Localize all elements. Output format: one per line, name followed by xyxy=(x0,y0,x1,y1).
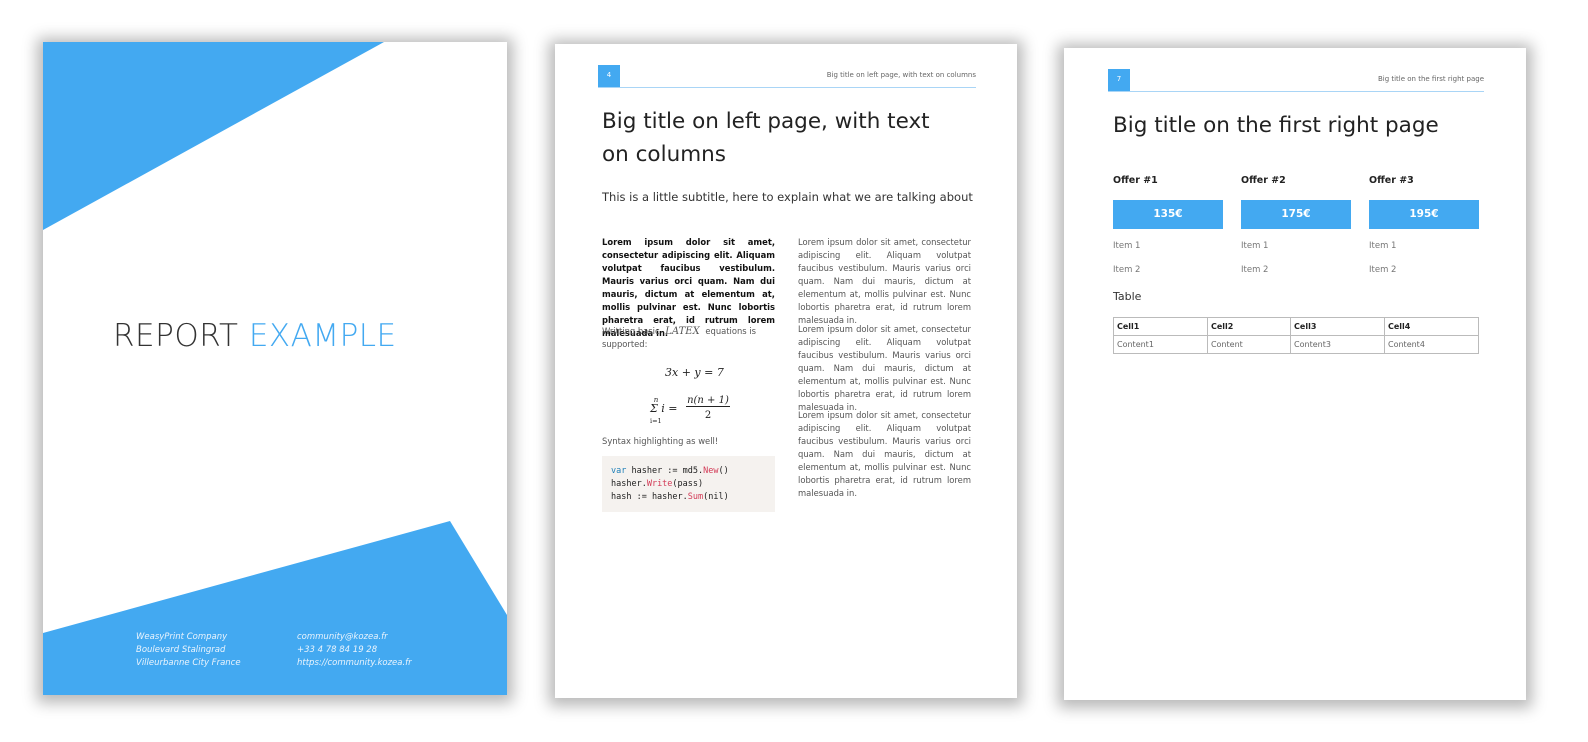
contact-phone: +33 4 78 84 19 28 xyxy=(297,645,378,655)
page-number: 4 xyxy=(598,65,620,87)
address-line: WeasyPrint Company xyxy=(136,632,228,642)
right-page: 7 Big title on the first right page Big … xyxy=(1064,48,1526,700)
left-page: 4 Big title on left page, with text on c… xyxy=(555,44,1017,698)
equation-linear: 3x + y = 7 xyxy=(665,366,724,379)
sum-symbol: Σ i = xyxy=(650,402,678,415)
offer-item: Item 2 xyxy=(1369,265,1397,275)
offer-title: Offer #3 xyxy=(1369,175,1414,186)
contact-email[interactable]: community@kozea.fr xyxy=(297,632,388,642)
latex-note: Writting basic LATEX equations is suppor… xyxy=(602,325,775,351)
sum-lower-limit: i=1 xyxy=(650,417,662,425)
table-header-cell: Cell2 xyxy=(1206,317,1292,336)
offer-item: Item 2 xyxy=(1241,265,1269,275)
code-line: var hasher := md5.New() xyxy=(611,466,729,476)
cover-title: REPORT EXAMPLE xyxy=(113,318,397,354)
cover-contact: community@kozea.fr +33 4 78 84 19 28 htt… xyxy=(297,631,412,670)
address-line: Villeurbanne City France xyxy=(136,658,241,668)
sum-upper-limit: n xyxy=(653,396,659,404)
equation-sum: n Σ i = i=1 n(n + 1) 2 xyxy=(650,395,740,430)
page-number: 7 xyxy=(1108,69,1130,91)
offer-price: 135€ xyxy=(1113,200,1223,229)
offer-item: Item 1 xyxy=(1241,241,1269,251)
offer-item: Item 1 xyxy=(1113,241,1141,251)
offer-title: Offer #2 xyxy=(1241,175,1286,186)
cover-background-shapes xyxy=(43,42,507,695)
column-paragraph: Lorem ipsum dolor sit amet, consectetur … xyxy=(798,237,971,325)
running-title: Big title on the first right page xyxy=(1377,75,1484,83)
running-header: 7 Big title on the first right page xyxy=(1108,69,1484,92)
latex-logo: LATEX xyxy=(665,326,700,337)
running-header: 4 Big title on left page, with text on c… xyxy=(598,65,976,88)
table-cell: Content1 xyxy=(1113,335,1208,354)
code-line: hasher.Write(pass) xyxy=(611,479,704,489)
column-paragraph: Lorem ipsum dolor sit amet, consectetur … xyxy=(798,410,971,498)
code-block: var hasher := md5.New() hasher.Write(pas… xyxy=(602,456,775,512)
offer-item: Item 1 xyxy=(1369,241,1397,251)
table-cell: Content4 xyxy=(1384,335,1479,354)
address-line: Boulevard Stalingrad xyxy=(136,645,226,655)
latex-note-suffix: equations is supported: xyxy=(602,326,757,349)
table-header-cell: Cell3 xyxy=(1290,317,1385,336)
cover-title-example: EXAMPLE xyxy=(248,318,397,354)
table-row: Content1 Content Content3 Content4 xyxy=(1113,335,1479,354)
page-subtitle: This is a little subtitle, here to expla… xyxy=(602,190,973,204)
bold-paragraph: Lorem ipsum dolor sit amet, consectetur … xyxy=(602,237,775,338)
latex-note-prefix: Writting basic xyxy=(602,326,660,336)
contact-website[interactable]: https://community.kozea.fr xyxy=(297,658,412,668)
cover-address: WeasyPrint Company Boulevard Stalingrad … xyxy=(136,631,241,670)
table-header-cell: Cell4 xyxy=(1384,317,1479,336)
offer-title: Offer #1 xyxy=(1113,175,1158,186)
fraction-denominator: 2 xyxy=(704,410,712,421)
cover-page: REPORT EXAMPLE WeasyPrint Company Boulev… xyxy=(43,42,507,695)
table-header-cell: Cell1 xyxy=(1113,317,1208,336)
offer-price: 175€ xyxy=(1241,200,1351,229)
table-cell: Content xyxy=(1206,335,1292,354)
page-title: Big title on the first right page xyxy=(1113,113,1439,138)
cover-bottom-band xyxy=(43,521,507,695)
syntax-note: Syntax highlighting as well! xyxy=(602,436,719,446)
table-label: Table xyxy=(1113,290,1142,303)
offer-item: Item 2 xyxy=(1113,265,1141,275)
code-content: var hasher := md5.New() hasher.Write(pas… xyxy=(602,456,775,513)
column-paragraph: Lorem ipsum dolor sit amet, consectetur … xyxy=(798,324,971,412)
cover-title-report: REPORT xyxy=(113,318,239,354)
table-header-row: Cell1 Cell2 Cell3 Cell4 xyxy=(1113,317,1479,336)
page-title: Big title on left page, with text on col… xyxy=(602,109,930,167)
fraction-numerator: n(n + 1) xyxy=(686,395,730,407)
data-table: Cell1 Cell2 Cell3 Cell4 Content1 Content… xyxy=(1113,317,1479,354)
table-cell: Content3 xyxy=(1290,335,1385,354)
code-line: hash := hasher.Sum(nil) xyxy=(611,492,729,502)
running-title: Big title on left page, with text on col… xyxy=(826,71,976,79)
cover-top-triangle xyxy=(43,42,384,230)
offer-price: 195€ xyxy=(1369,200,1479,229)
